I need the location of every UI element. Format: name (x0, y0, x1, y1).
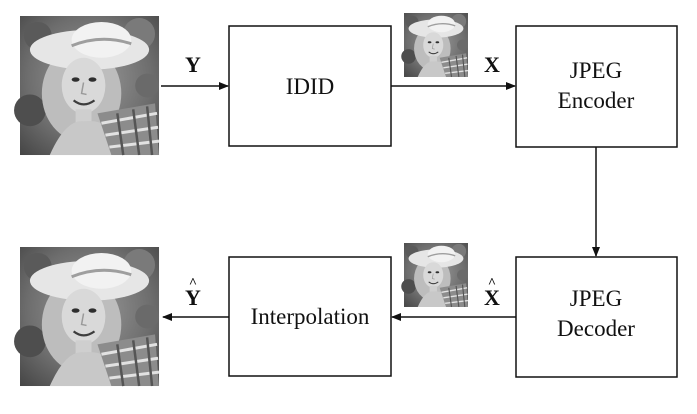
signal-x-hat-label: X (484, 285, 500, 310)
input-image (12, 14, 161, 157)
downsampled-image (400, 12, 469, 78)
jpeg-encoder-label-line1: JPEG (570, 58, 622, 83)
jpeg-decoder-label-line2: Decoder (557, 316, 635, 341)
signal-y-hat-label: Y (185, 285, 201, 310)
signal-y-label: Y (185, 52, 201, 77)
decoded-image (400, 242, 469, 308)
jpeg-encoder-label-line2: Encoder (558, 88, 635, 113)
signal-x-hat-mark: ^ (488, 276, 496, 291)
idid-block (228, 25, 392, 147)
jpeg-decoder-block (515, 256, 678, 378)
interpolation-label: Interpolation (251, 304, 370, 329)
idid-label: IDID (286, 74, 335, 99)
jpeg-encoder-block (515, 25, 678, 148)
signal-y-hat-mark: ^ (189, 276, 197, 291)
signal-x-label: X (484, 52, 500, 77)
jpeg-decoder-label-line1: JPEG (570, 286, 622, 311)
output-image (12, 245, 161, 388)
interpolation-block (228, 256, 392, 377)
